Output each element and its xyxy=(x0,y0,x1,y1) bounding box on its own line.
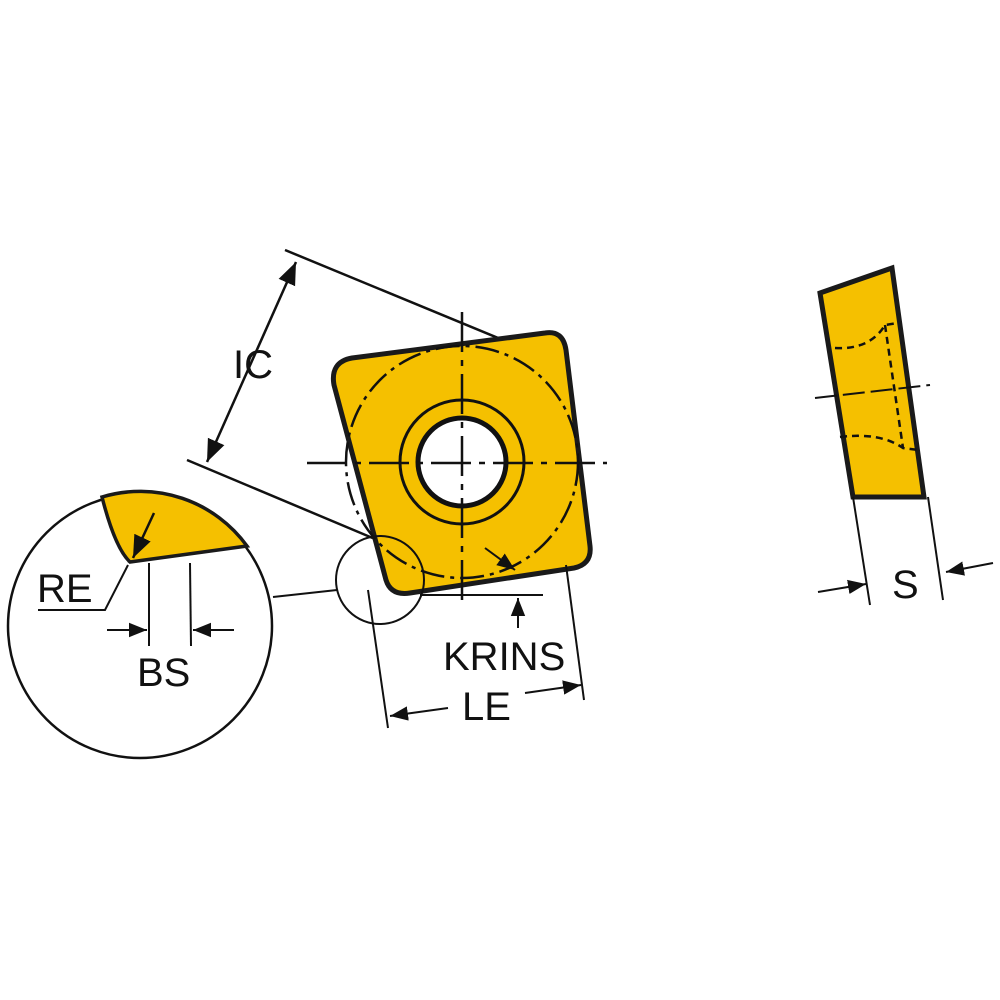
krins-dimension xyxy=(420,594,543,628)
krins-label: KRINS xyxy=(443,635,565,679)
corner-detail-view xyxy=(6,489,274,760)
insert-top-view xyxy=(307,312,607,625)
detail-leader-line xyxy=(272,589,338,598)
ic-label: IC xyxy=(233,343,273,387)
le-label: LE xyxy=(462,685,511,729)
re-label: RE xyxy=(37,567,93,611)
le-dimension xyxy=(367,564,585,729)
bs-label: BS xyxy=(137,651,190,695)
s-label: S xyxy=(892,563,919,607)
insert-side-view xyxy=(814,264,994,606)
